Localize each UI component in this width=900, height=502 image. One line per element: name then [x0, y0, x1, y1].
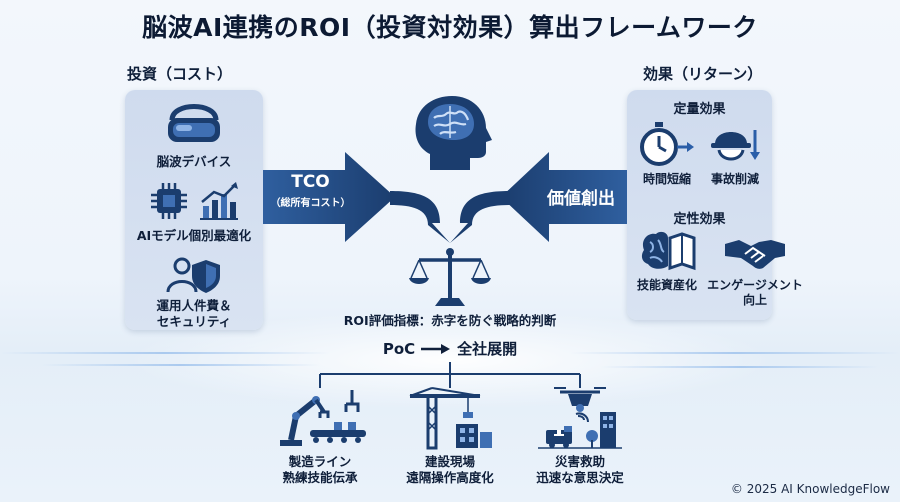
people-shield-icon: [166, 257, 220, 293]
cost-item-operations: 運用人件費＆ セキュリティ: [125, 256, 263, 330]
light-streak: [0, 352, 330, 354]
stopwatch-icon: [640, 122, 694, 166]
benefit-item-label-2: 向上: [742, 293, 767, 307]
application-subtitle: 迅速な意思決定: [536, 470, 624, 485]
light-streak: [600, 366, 880, 368]
connector-lines: [319, 362, 581, 388]
handshake-icon: [725, 240, 785, 269]
bar-chart-icon: [200, 182, 238, 220]
poc-flow: PoC 全社展開: [350, 338, 550, 359]
cost-item-label-2: セキュリティ: [156, 314, 232, 329]
light-streak: [570, 352, 900, 354]
tco-label: TCO （総所有コスト）: [263, 172, 358, 209]
benefit-item-accident: 事故削減: [700, 120, 770, 187]
robot-arm-icon: [280, 390, 366, 446]
tco-sub: （総所有コスト）: [270, 198, 351, 209]
benefit-item-time: 時間短縮: [632, 120, 702, 187]
benefit-item-label: エンゲージメント: [707, 278, 803, 292]
application-construction: 建設現場 遠隔操作高度化: [390, 386, 510, 486]
drone-icon: [538, 387, 622, 449]
benefit-item-engagement: エンゲージメント 向上: [698, 228, 812, 308]
page-title: 脳波AI連携のROI（投資対効果）算出フレームワーク: [142, 13, 758, 42]
benefit-item-label: 時間短縮: [642, 172, 691, 186]
crane-icon: [409, 387, 492, 450]
hardhat-icon: [711, 130, 760, 161]
vr-headset-icon: [168, 104, 220, 142]
arrow-right-icon: [421, 343, 451, 354]
poc-label: PoC: [382, 339, 416, 358]
benefit-item-skill: 技能資産化: [630, 228, 704, 293]
value-label: 価値創出: [547, 189, 615, 209]
balance-scale-icon: [409, 248, 491, 306]
cost-item-label: AIモデル個別最適化: [136, 228, 252, 243]
merge-arrow: [390, 191, 510, 243]
application-title: 建設現場: [424, 454, 475, 469]
brain-head-icon: [415, 96, 492, 170]
benefit-heading: 効果（リターン）: [643, 65, 763, 83]
benefit-item-label: 事故削減: [710, 172, 759, 186]
background-glow: [0, 300, 900, 502]
tco-arrow: [263, 152, 395, 242]
light-streak: [40, 364, 320, 366]
cost-item-label: 運用人件費＆: [156, 298, 232, 313]
tco-main: TCO: [291, 172, 330, 192]
application-disaster: 災害救助 迅速な意思決定: [520, 386, 640, 486]
chip-icon: [151, 183, 187, 219]
cost-item-device: 脳波デバイス: [125, 96, 263, 170]
application-subtitle: 熟練技能伝承: [282, 470, 358, 485]
cost-heading: 投資（コスト）: [127, 65, 233, 83]
value-arrow: [501, 152, 627, 242]
application-title: 災害救助: [554, 454, 605, 469]
benefit-item-label: 技能資産化: [636, 278, 697, 292]
rollout-label: 全社展開: [457, 340, 518, 358]
quant-title: 定量効果: [673, 102, 726, 117]
application-manufacturing: 製造ライン 熟練技能伝承: [260, 386, 380, 486]
evaluation-text: ROI評価指標：赤字を防ぐ戦略的判断: [343, 313, 557, 328]
application-title: 製造ライン: [288, 454, 352, 469]
cost-item-ai-model: AIモデル個別最適化: [125, 180, 263, 244]
cost-item-label: 脳波デバイス: [156, 154, 232, 169]
application-subtitle: 遠隔操作高度化: [406, 470, 494, 485]
copyright: © 2025 AI KnowledgeFlow: [730, 482, 890, 496]
qual-title: 定性効果: [673, 212, 726, 227]
brain-book-icon: [641, 231, 696, 271]
benefit-panel: [627, 90, 772, 320]
